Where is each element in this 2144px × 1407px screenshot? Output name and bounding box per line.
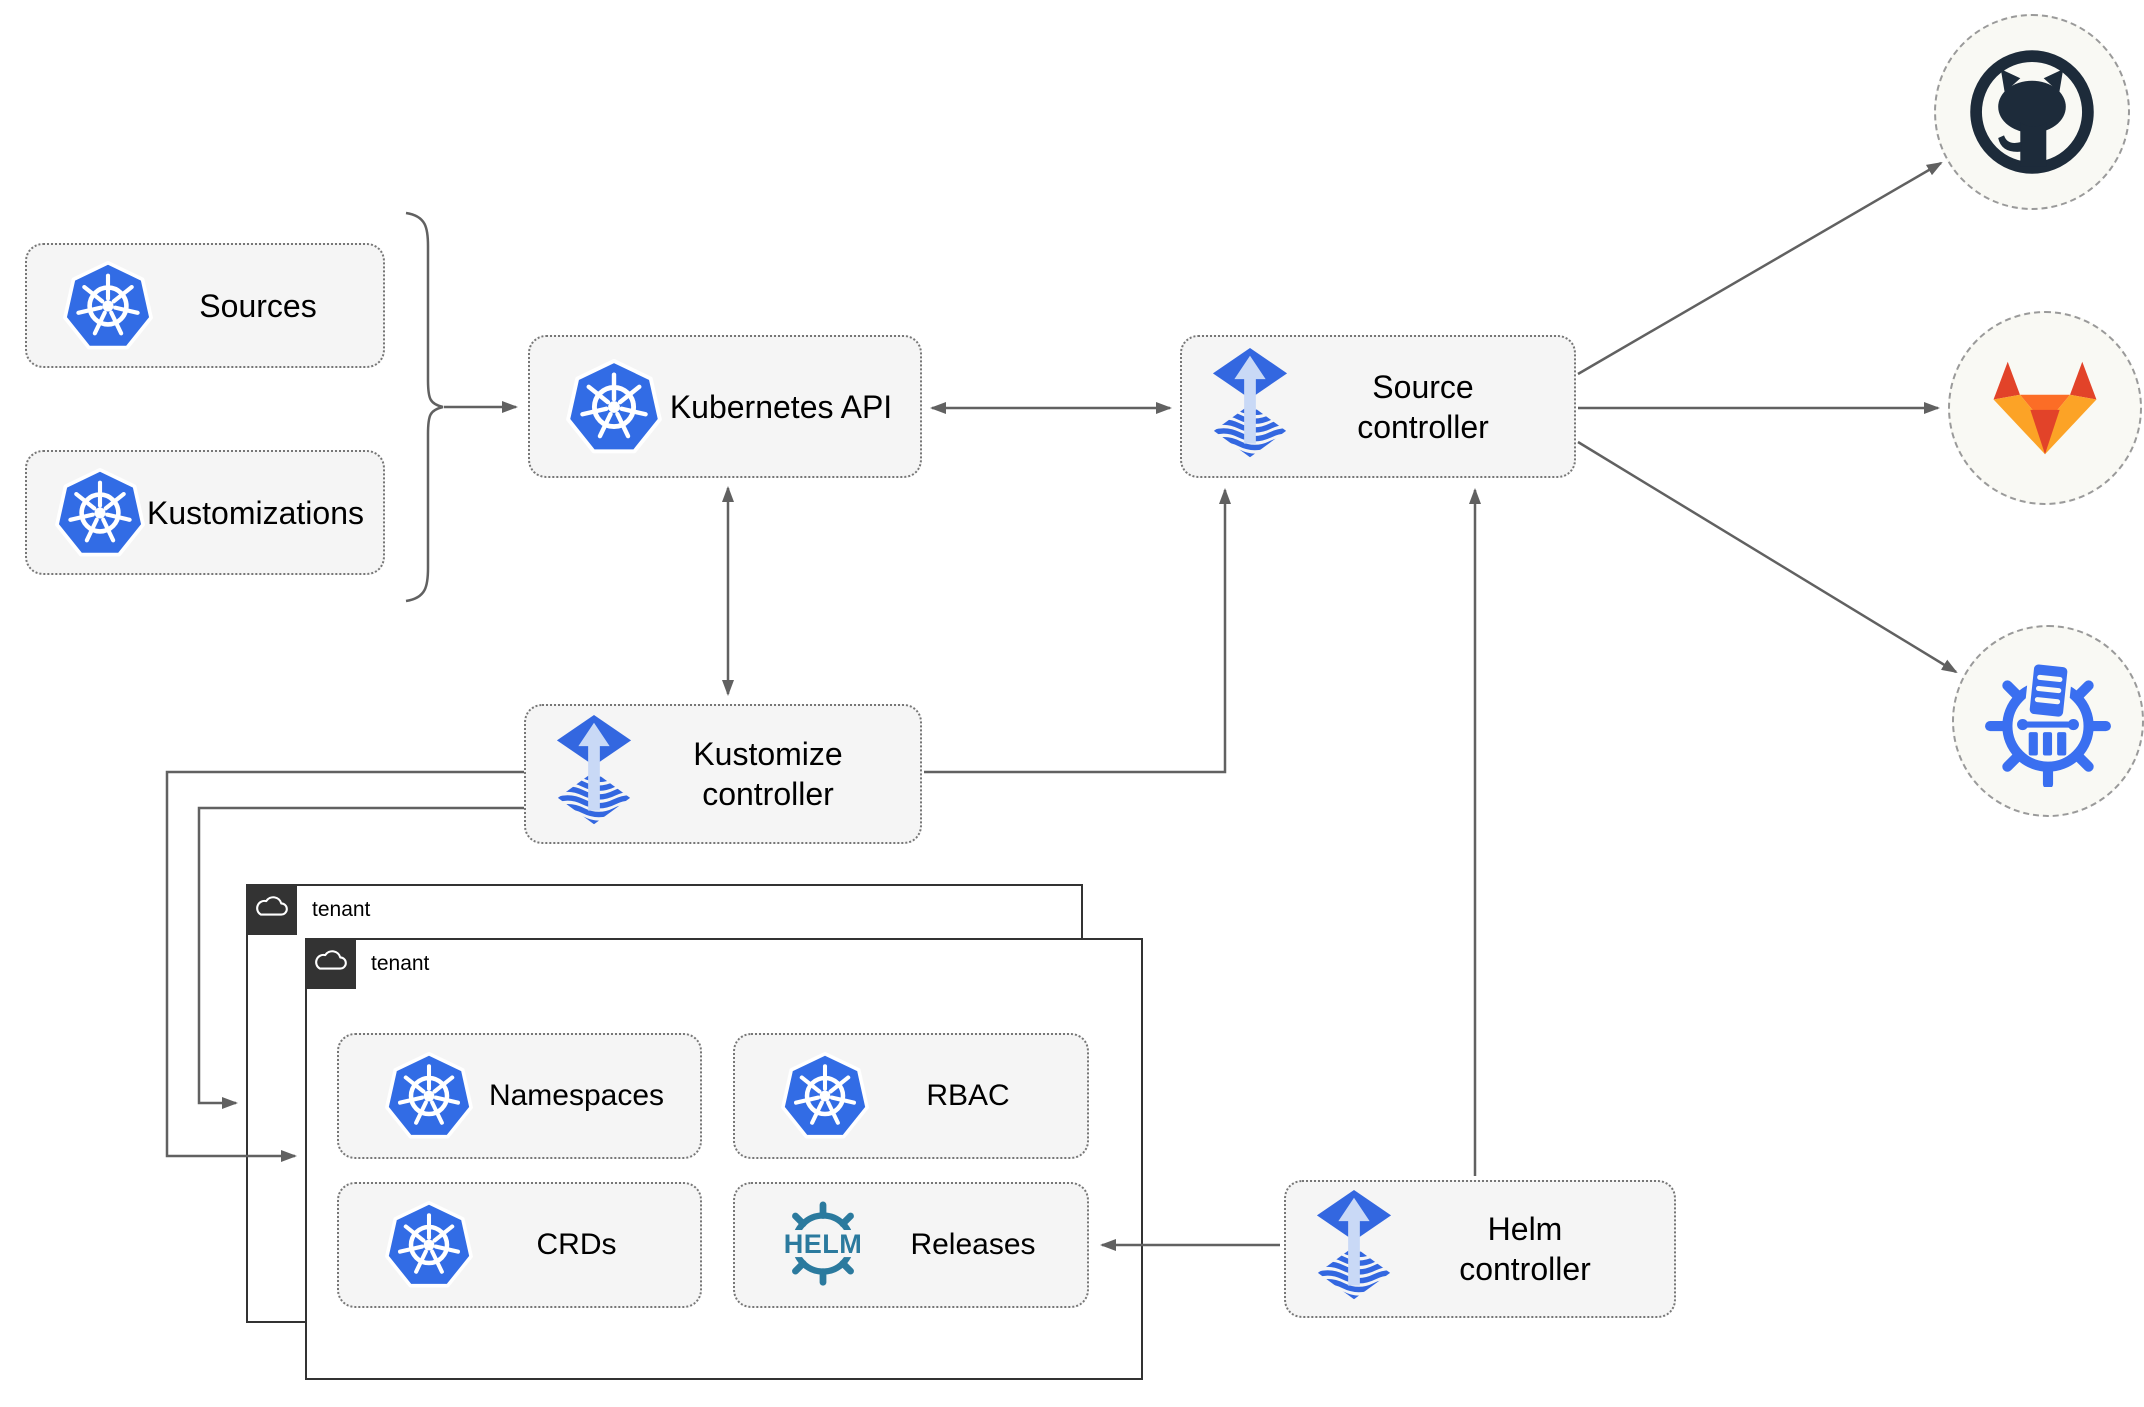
node-namespaces: Namespaces bbox=[337, 1033, 702, 1159]
endpoint-harbor bbox=[1952, 625, 2144, 817]
node-label: RBAC bbox=[926, 1079, 1010, 1113]
flux-icon bbox=[550, 713, 638, 835]
arrow-source-controller-to-harbor bbox=[1577, 440, 1958, 674]
node-kubernetes-api: Kubernetes API bbox=[528, 335, 922, 478]
node-label: Sources bbox=[199, 287, 317, 324]
node-label: Kustomize controller bbox=[693, 736, 843, 812]
kubernetes-icon bbox=[53, 467, 147, 559]
node-label: Releases bbox=[910, 1228, 1036, 1262]
node-rbac: RBAC bbox=[733, 1033, 1089, 1159]
node-kustomize-controller: Kustomize controller bbox=[524, 704, 922, 844]
node-releases: Releases bbox=[733, 1182, 1089, 1308]
tenant-tab bbox=[245, 883, 297, 935]
tenant-group-inner: tenant bbox=[304, 937, 1143, 1380]
kubernetes-icon bbox=[779, 1051, 871, 1141]
gitlab-icon bbox=[1986, 356, 2104, 460]
kubernetes-icon bbox=[383, 1051, 475, 1141]
cloud-icon bbox=[311, 944, 349, 982]
harbor-registry-icon bbox=[1982, 655, 2114, 787]
tenant-label: tenant bbox=[371, 952, 430, 975]
github-icon bbox=[1967, 47, 2097, 177]
flux-icon bbox=[1310, 1188, 1398, 1310]
node-label: CRDs bbox=[536, 1228, 617, 1262]
tenant-tab bbox=[304, 937, 356, 989]
node-label: Kubernetes API bbox=[669, 388, 893, 425]
tenant-label: tenant bbox=[312, 898, 371, 921]
arrow-kustomize-to-source-controller bbox=[924, 488, 1231, 774]
node-helm-controller: Helm controller bbox=[1284, 1180, 1676, 1318]
arrow-source-controller-to-github bbox=[1577, 161, 1943, 376]
endpoint-github bbox=[1934, 14, 2130, 210]
helm-icon bbox=[765, 1199, 881, 1291]
node-sources: Sources bbox=[25, 243, 385, 368]
node-label: Helm controller bbox=[1459, 1211, 1591, 1287]
brace-sources-kustomizations bbox=[405, 211, 444, 603]
kubernetes-icon bbox=[61, 260, 155, 352]
flux-icon bbox=[1206, 346, 1294, 468]
node-source-controller: Source controller bbox=[1180, 335, 1576, 478]
node-label: Namespaces bbox=[488, 1079, 665, 1113]
kubernetes-icon bbox=[383, 1200, 475, 1290]
cloud-icon bbox=[252, 890, 290, 928]
node-kustomizations: Kustomizations bbox=[25, 450, 385, 575]
kubernetes-icon bbox=[564, 358, 664, 456]
node-label: Kustomizations bbox=[147, 494, 364, 531]
endpoint-gitlab bbox=[1948, 311, 2142, 505]
node-label: Source controller bbox=[1357, 368, 1489, 445]
node-crds: CRDs bbox=[337, 1182, 702, 1308]
